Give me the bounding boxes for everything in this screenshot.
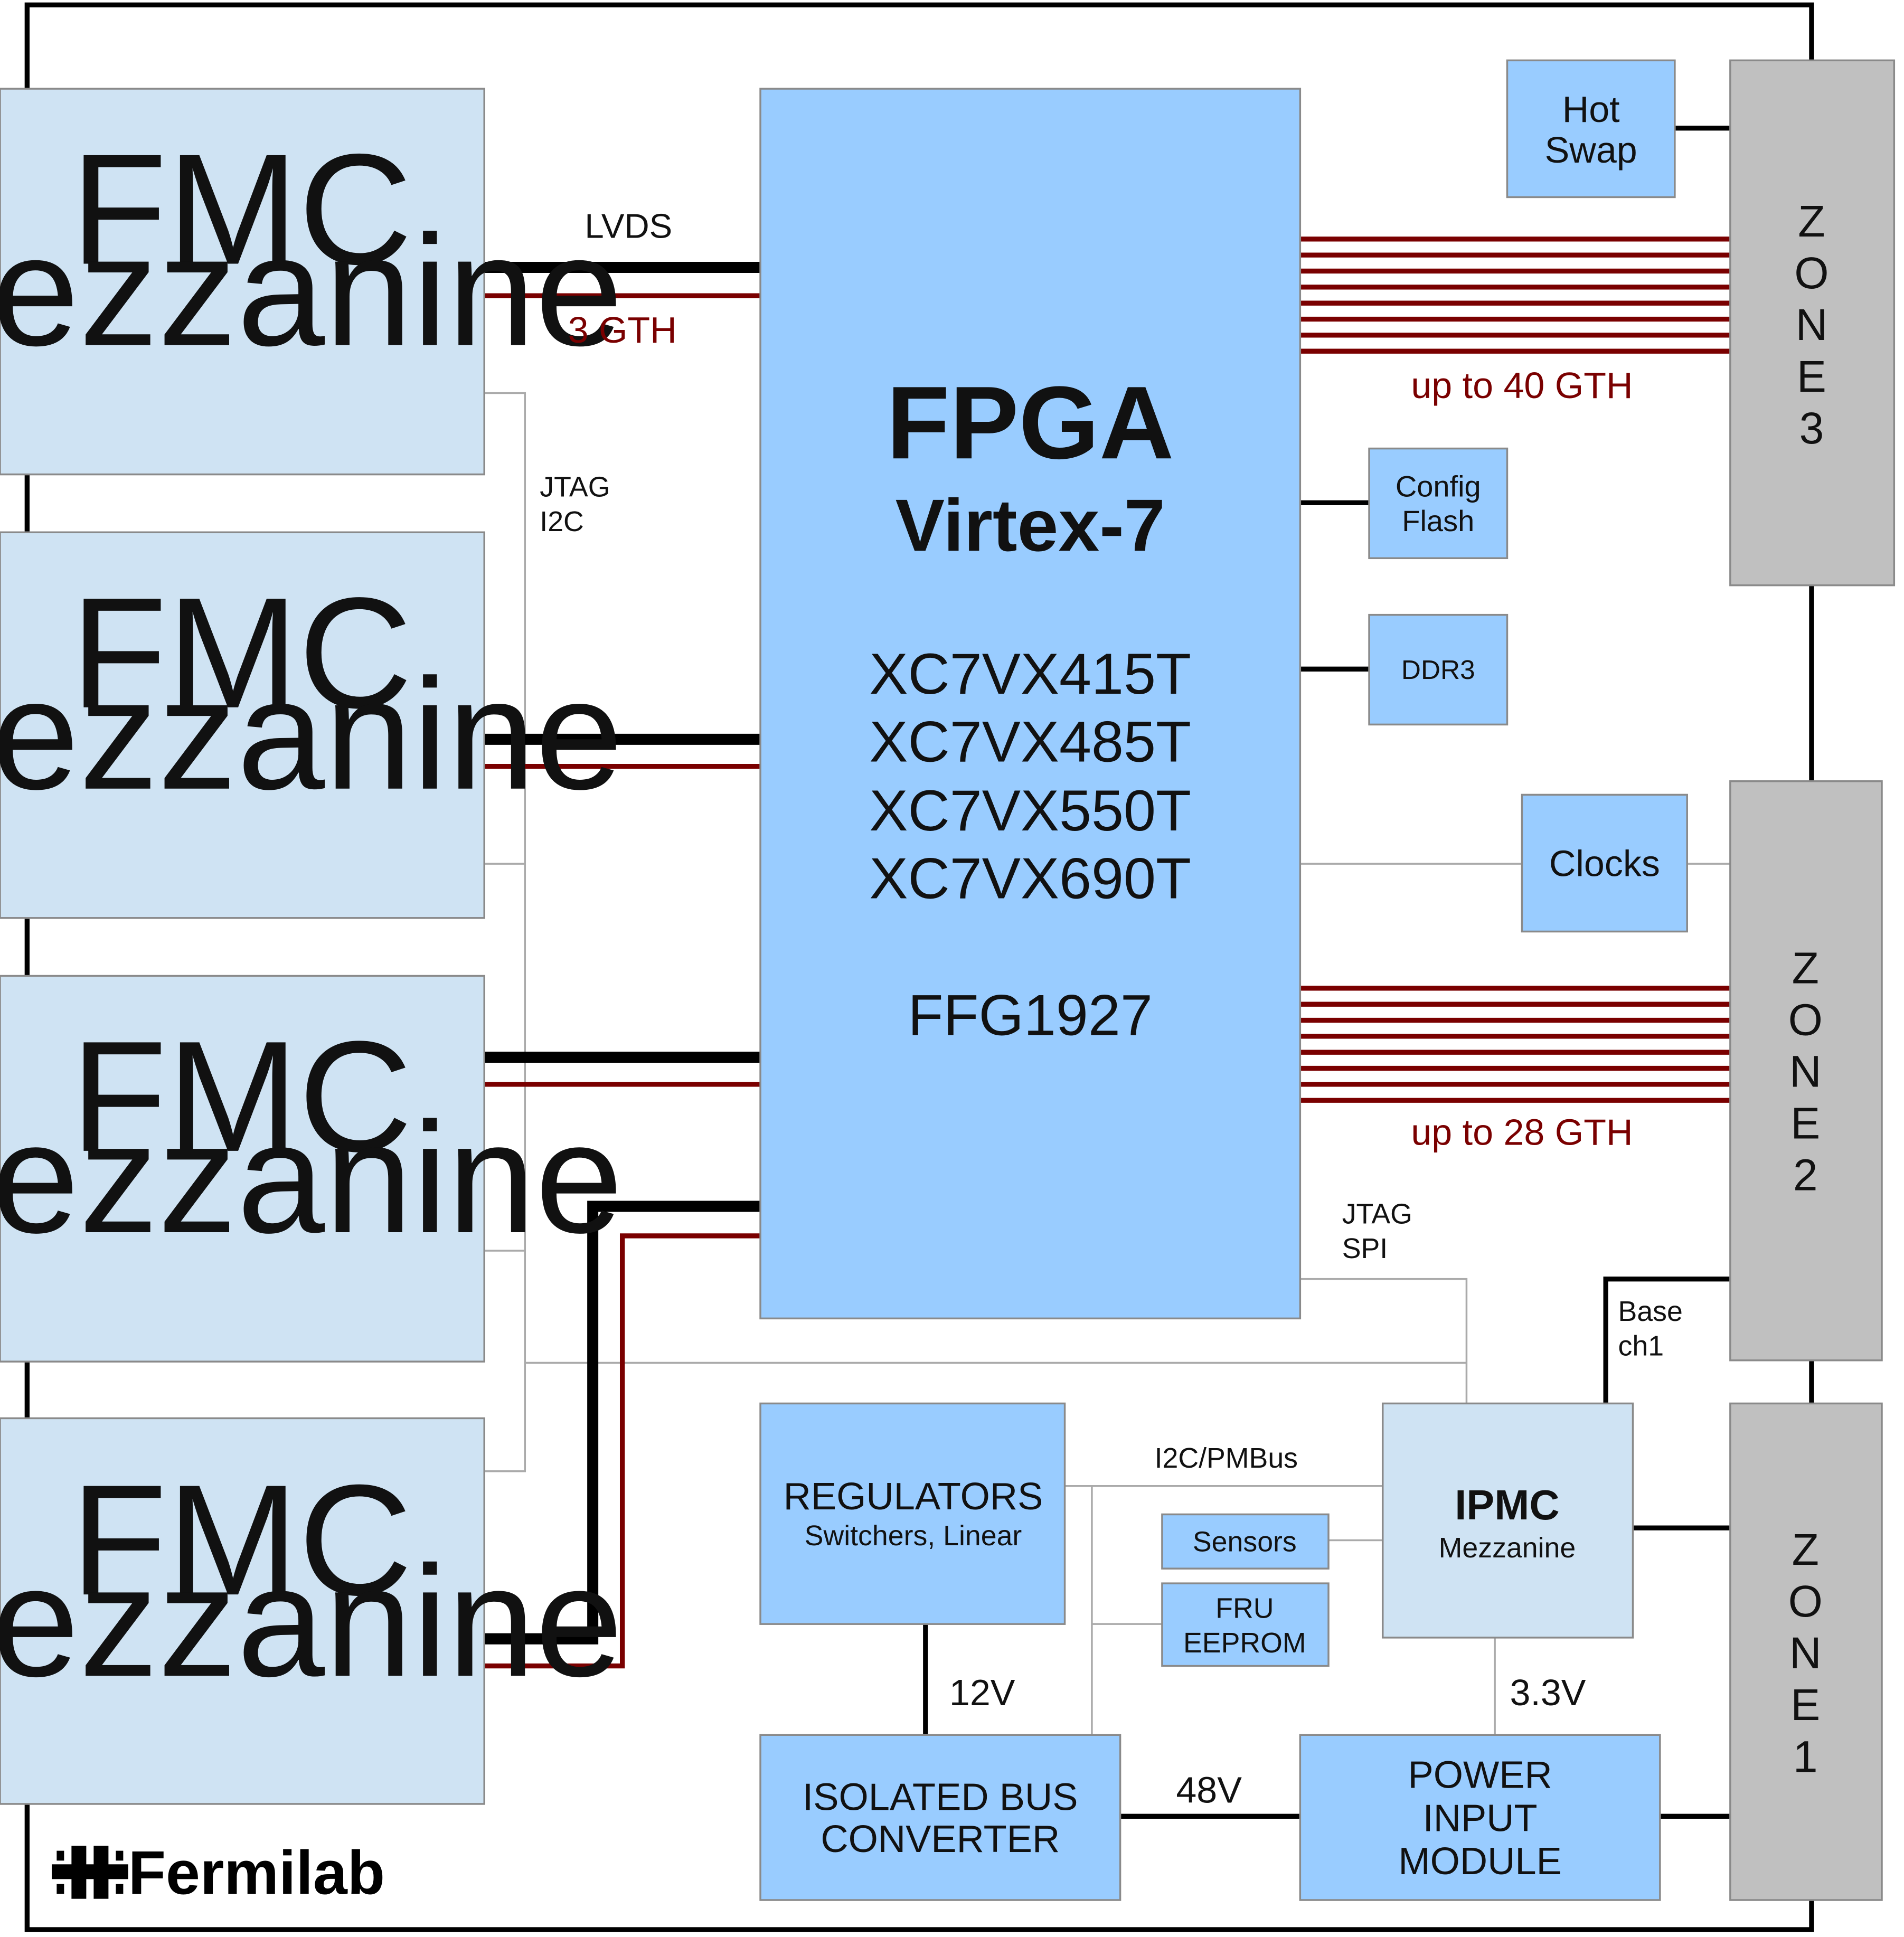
fmc-mezzanine-2: FMC Mezzanine <box>0 531 623 919</box>
gth-bundle-zone2 <box>1300 986 1730 1103</box>
fmc-mezzanine-4: FMC Mezzanine <box>0 1417 623 1805</box>
fmc-label-line1: FMC <box>71 1009 412 1185</box>
v48-label: 48V <box>1176 1770 1242 1811</box>
zone2-letter: O <box>1788 995 1823 1045</box>
zone3-letter: N <box>1796 300 1828 349</box>
regulators-block: REGULATORS Switchers, Linear <box>759 1402 1066 1625</box>
fmc-label-line2: Mezzanine <box>0 1090 623 1266</box>
power-line2: INPUT <box>1423 1797 1538 1839</box>
zone3-letter: Z <box>1798 196 1825 246</box>
zone1-block: Z O N E 1 <box>1729 1402 1883 1901</box>
fmc3-links <box>484 1052 761 1087</box>
fpga-family: Virtex-7 <box>896 484 1165 566</box>
gth-bundle-zone3 <box>1300 237 1730 354</box>
fru-eeprom-block: FRU EEPROM <box>1161 1582 1330 1667</box>
base-label: Base <box>1618 1296 1683 1327</box>
zone2-letter: Z <box>1792 943 1819 993</box>
zone3-letter: 3 <box>1799 403 1824 453</box>
clocks-label: Clocks <box>1549 843 1660 884</box>
clocks-block: Clocks <box>1521 793 1688 933</box>
isolated-bus-converter-block: ISOLATED BUS CONVERTER <box>759 1734 1121 1901</box>
config-flash-block: Config Flash <box>1368 447 1509 560</box>
ipmc-subtitle: Mezzanine <box>1439 1532 1576 1564</box>
zone2-letter: N <box>1789 1047 1822 1097</box>
fmc-label-line1: FMC <box>71 121 412 297</box>
fmc-label-line1: FMC <box>71 565 412 741</box>
fermilab-icon <box>52 1846 128 1899</box>
fru-label-line2: EEPROM <box>1183 1627 1306 1659</box>
fmc-mezzanine-3: FMC Mezzanine <box>0 975 623 1363</box>
v12-label: 12V <box>949 1672 1015 1713</box>
fmc-label-line1: FMC <box>71 1452 412 1628</box>
fpga-package: FFG1927 <box>908 984 1153 1048</box>
wires <box>484 126 1730 1819</box>
ch1-label: ch1 <box>1618 1330 1664 1362</box>
ddr3-label: DDR3 <box>1401 655 1475 685</box>
fpga-part-2: XC7VX485T <box>869 710 1191 774</box>
up-to-40-gth-label: up to 40 GTH <box>1411 365 1633 406</box>
fmc1-links <box>484 261 761 298</box>
fmc-label-line2: Mezzanine <box>0 647 623 823</box>
zone2-letter: E <box>1790 1099 1820 1148</box>
regulators-title: REGULATORS <box>784 1476 1043 1518</box>
fpga-part-3: XC7VX550T <box>869 779 1191 843</box>
fermilab-wordmark: Fermilab <box>128 1838 385 1907</box>
ipmc-title: IPMC <box>1455 1481 1559 1528</box>
zone1-letter: 1 <box>1793 1732 1818 1781</box>
power-input-module-block: POWER INPUT MODULE <box>1299 1734 1661 1901</box>
hot-swap-block: Hot Swap <box>1506 59 1676 199</box>
sensors-label: Sensors <box>1193 1526 1297 1557</box>
hot-swap-line1: Hot <box>1562 89 1620 130</box>
fpga-part-1: XC7VX415T <box>869 642 1191 706</box>
v33-label: 3.3V <box>1510 1672 1586 1713</box>
zone1-letter: N <box>1789 1628 1822 1678</box>
fmc4-links <box>484 1201 761 1669</box>
up-to-28-gth-label: up to 28 GTH <box>1411 1111 1633 1152</box>
zone3-letter: O <box>1794 248 1828 298</box>
power-line1: POWER <box>1408 1754 1552 1797</box>
i2c-pmbus-label: I2C/PMBus <box>1155 1442 1298 1474</box>
i2c-label: I2C <box>540 506 584 537</box>
ddr3-block: DDR3 <box>1368 613 1509 726</box>
jtag-spi-label-2: SPI <box>1342 1233 1388 1264</box>
zone1-letter: O <box>1788 1576 1823 1626</box>
hot-swap-line2: Swap <box>1545 129 1637 171</box>
isolated-line2: CONVERTER <box>821 1818 1060 1860</box>
fpga-part-4: XC7VX690T <box>869 846 1191 911</box>
zone2-letter: 2 <box>1793 1150 1818 1200</box>
zone3-block: Z O N E 3 <box>1729 59 1896 587</box>
zone1-letter: E <box>1790 1680 1820 1730</box>
fmc-label-line2: Mezzanine <box>0 203 623 379</box>
jtag-label: JTAG <box>540 471 610 503</box>
sensors-block: Sensors <box>1161 1513 1330 1570</box>
regulators-subtitle: Switchers, Linear <box>805 1520 1022 1552</box>
fermilab-logo: Fermilab <box>52 1838 385 1907</box>
zone3-letter: E <box>1797 352 1826 401</box>
gth3-label: 3 GTH <box>568 309 677 351</box>
isolated-line1: ISOLATED BUS <box>803 1777 1078 1819</box>
fpga-block: FPGA Virtex-7 XC7VX415T XC7VX485T XC7VX5… <box>759 88 1302 1320</box>
zone1-letter: Z <box>1792 1525 1819 1574</box>
fmc-label-line2: Mezzanine <box>0 1534 623 1709</box>
zone2-block: Z O N E 2 <box>1729 780 1883 1362</box>
fru-label-line1: FRU <box>1215 1593 1274 1624</box>
fpga-title: FPGA <box>887 365 1174 480</box>
config-flash-line2: Flash <box>1402 504 1474 537</box>
ipmc-block: IPMC Mezzanine <box>1381 1402 1634 1639</box>
config-flash-line1: Config <box>1396 470 1481 503</box>
lvds-label: LVDS <box>585 206 672 245</box>
jtag-spi-label-1: JTAG <box>1342 1198 1412 1230</box>
fmc-mezzanine-1: FMC Mezzanine <box>0 88 623 476</box>
fmc2-links <box>484 733 761 769</box>
power-line3: MODULE <box>1398 1840 1562 1883</box>
